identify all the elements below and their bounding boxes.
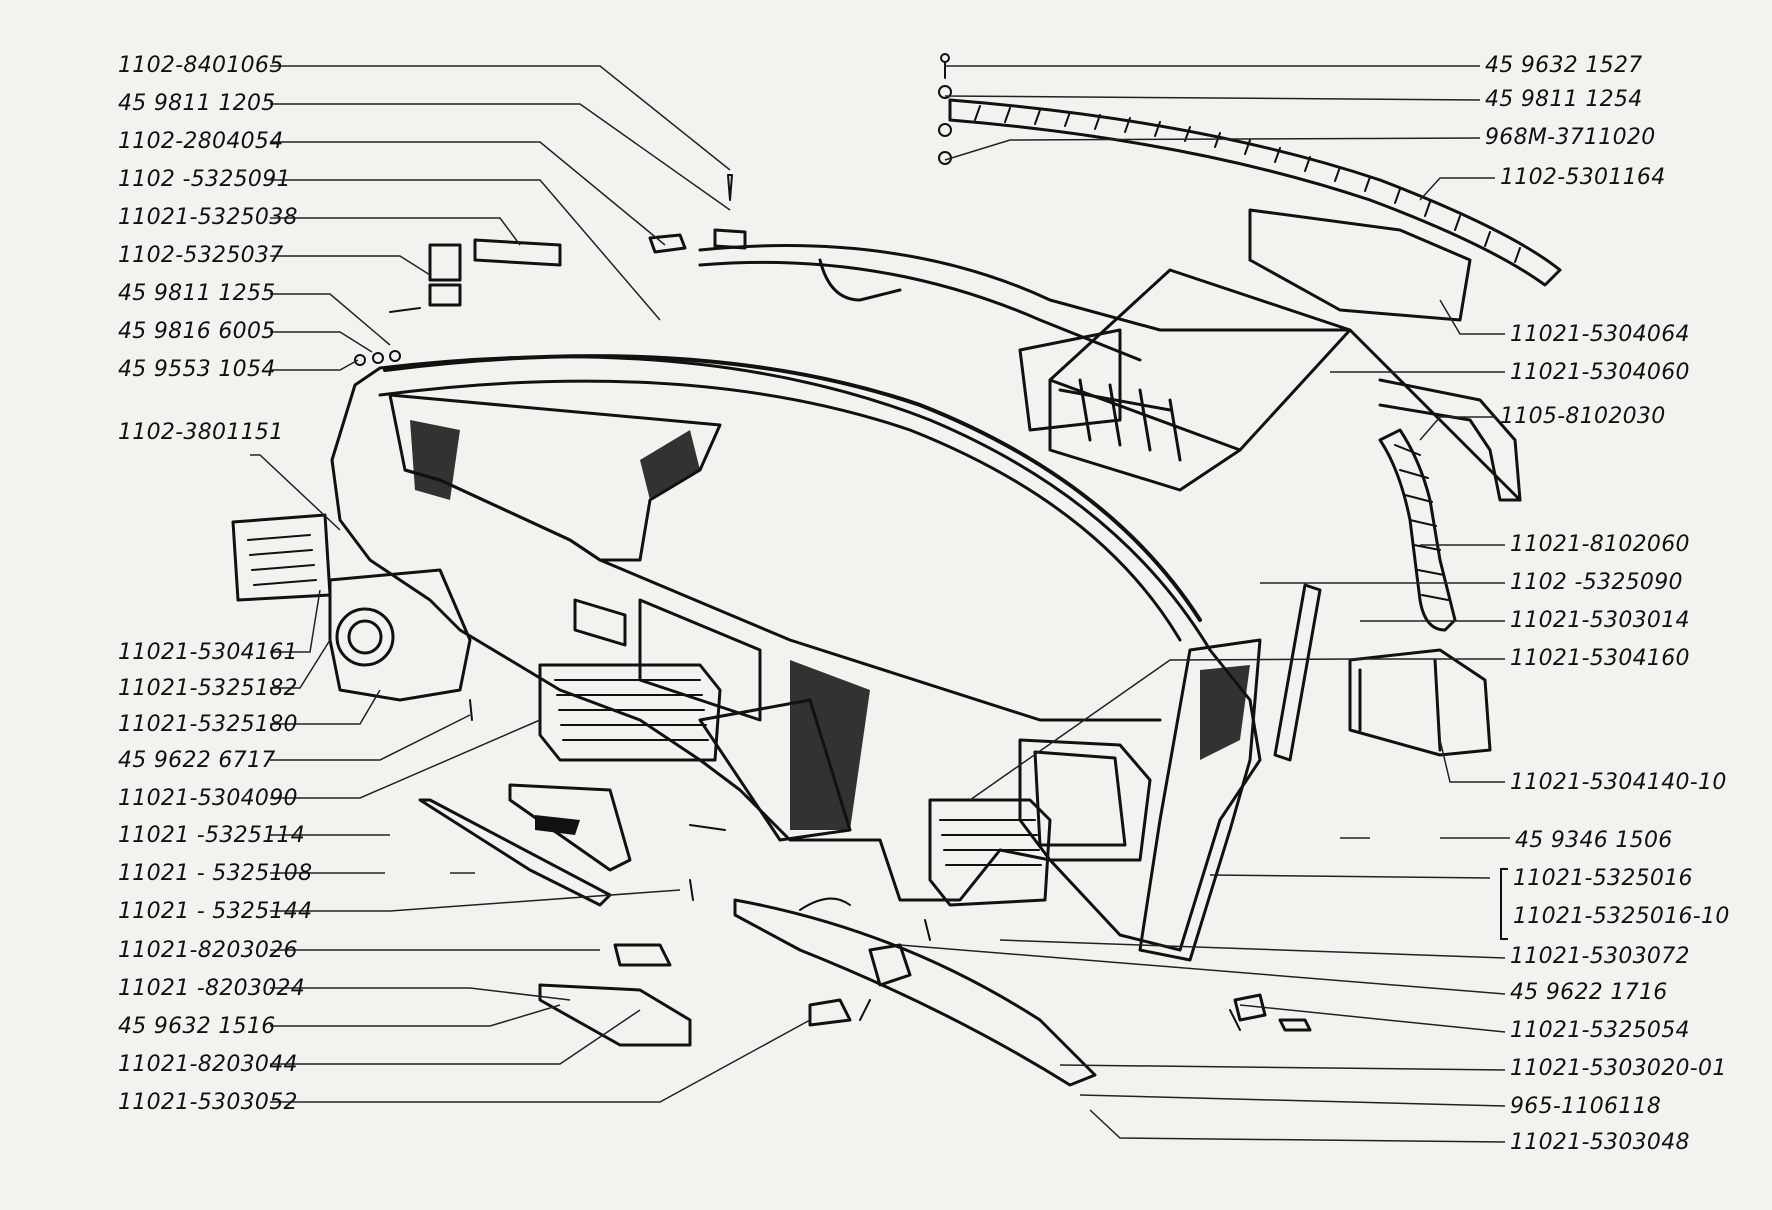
callout-left-12: 11021-5325180: [118, 712, 298, 737]
callout-right-14: 11021-5325016-10: [1513, 904, 1730, 929]
callout-left-4: 11021-5325038: [118, 205, 298, 230]
callout-right-10: 11021-5304160: [1510, 646, 1690, 671]
glovebox-lock: [538, 983, 692, 1047]
callout-right-8: 1102 -5325090: [1510, 570, 1683, 595]
callout-left-2: 1102-2804054: [118, 129, 284, 154]
callout-left-15: 11021 -5325114: [118, 823, 306, 848]
defroster-grille: [948, 98, 1562, 287]
callout-left-20: 45 9632 1516: [118, 1014, 276, 1039]
heater-box: [1048, 268, 1352, 452]
upper-air-duct: [698, 244, 1522, 502]
lower-trim-panel: [508, 783, 632, 872]
callout-left-14: 11021-5304090: [118, 786, 298, 811]
callout-right-17: 11021-5325054: [1510, 1018, 1690, 1043]
air-hose: [1378, 428, 1457, 632]
callout-right-16: 45 9622 1716: [1510, 980, 1668, 1005]
callout-right-19: 965-1106118: [1510, 1094, 1662, 1119]
callout-right-7: 11021-8102060: [1510, 532, 1690, 557]
callout-left-22: 11021-5303052: [118, 1090, 298, 1115]
callout-right-6: 1105-8102030: [1500, 404, 1666, 429]
support-rod: [1273, 583, 1322, 762]
callout-right-0: 45 9632 1527: [1485, 53, 1643, 78]
callout-right-2: 968M-3711020: [1485, 125, 1656, 150]
callout-left-18: 11021-8203026: [118, 938, 298, 963]
callout-left-21: 11021-8203044: [118, 1052, 298, 1077]
callout-left-3: 1102 -5325091: [118, 167, 291, 192]
callout-left-0: 1102-8401065: [118, 53, 284, 78]
callout-left-1: 45 9811 1205: [118, 91, 276, 116]
callout-left-11: 11021-5325182: [118, 676, 298, 701]
callout-right-3: 1102-5301164: [1500, 165, 1666, 190]
callout-bracket: [1500, 868, 1508, 940]
center-console: [698, 698, 852, 842]
dashboard-top-rim: [383, 354, 1202, 622]
callout-left-7: 45 9816 6005: [118, 319, 276, 344]
callout-left-10: 11021-5304161: [118, 640, 298, 665]
callout-left-9: 1102-3801151: [118, 420, 284, 445]
callout-left-16: 11021 - 5325108: [118, 861, 313, 886]
callout-left-5: 1102-5325037: [118, 243, 284, 268]
left-vent: [231, 513, 332, 602]
callout-left-13: 45 9622 6717: [118, 748, 276, 773]
right-side-vent: [1348, 648, 1492, 757]
callout-right-5: 11021-5304060: [1510, 360, 1690, 385]
callout-right-13: 11021-5325016: [1513, 866, 1693, 891]
callout-left-19: 11021 -8203024: [118, 976, 306, 1001]
steering-column-shroud: [328, 568, 472, 702]
callout-right-1: 45 9811 1254: [1485, 87, 1643, 112]
callout-right-15: 11021-5303072: [1510, 944, 1690, 969]
callout-right-9: 11021-5303014: [1510, 608, 1690, 633]
glovebox-lid: [733, 898, 1097, 1087]
callout-left-6: 45 9811 1255: [118, 281, 276, 306]
callout-left-8: 45 9553 1054: [118, 357, 276, 382]
center-vent: [538, 663, 722, 762]
callout-right-18: 11021-5303020-01: [1510, 1056, 1727, 1081]
right-center-vent: [928, 798, 1052, 907]
callout-right-20: 11021-5303048: [1510, 1130, 1690, 1155]
callout-right-4: 11021-5304064: [1510, 322, 1690, 347]
callout-right-11: 11021-5304140-10: [1510, 770, 1727, 795]
callout-left-17: 11021 - 5325144: [118, 899, 313, 924]
callout-right-12: 45 9346 1506: [1515, 828, 1673, 853]
